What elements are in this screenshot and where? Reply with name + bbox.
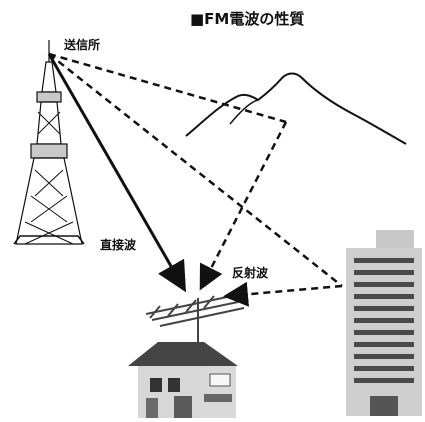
diagram-title: ■FM電波の性質 [190,10,305,28]
transmitter-label: 送信所 [64,38,101,52]
antenna-icon [145,295,245,346]
direct-wave-arrow [47,53,186,293]
building-icon [346,230,422,416]
mountain-icon [185,72,407,145]
reflected-wave-label: 反射波 [232,266,269,280]
house-icon [128,342,238,418]
reflected-wave-paths [48,52,343,307]
transmission-tower-icon [13,40,85,245]
direct-wave-label: 直接波 [100,238,137,252]
